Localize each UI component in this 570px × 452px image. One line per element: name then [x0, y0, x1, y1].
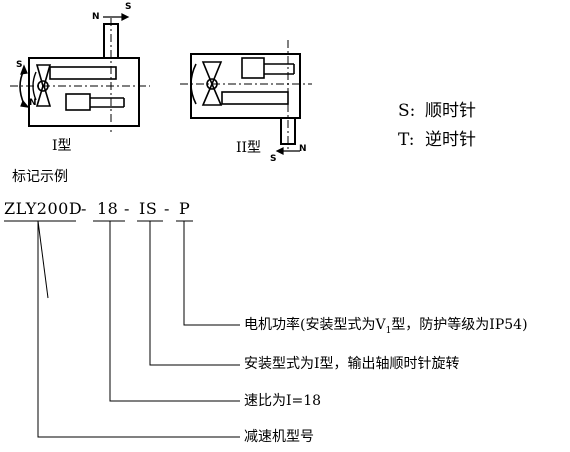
leader-lines — [4, 220, 240, 438]
type-I-arrows — [20, 13, 130, 108]
type-I-centerlines — [10, 18, 150, 132]
annotation-ratio: 速比为I=18 — [244, 393, 322, 409]
annotation-power: 电机功率(安装型式为V1型，防护等级为IP54) — [244, 318, 528, 336]
type-II-arrows — [275, 147, 300, 155]
type-II-lower-gear — [221, 91, 289, 105]
type-II-gearbox-drawing — [190, 53, 301, 145]
code-model: ZLY200D — [4, 199, 83, 218]
type-I-mark-s-top: S — [125, 2, 132, 12]
annotation-mount: 安装型式为I型，输出轴顺时针旋转 — [244, 356, 460, 372]
code-ratio: 18 — [97, 199, 119, 218]
annotation-model: 减速机型号 — [244, 429, 314, 445]
leader-ratio — [109, 221, 240, 402]
legend-key-t: T: — [398, 130, 415, 150]
code-mount: IS — [139, 199, 158, 218]
leader-power — [183, 221, 240, 326]
annotation-power-text-after: 型，防护等级为IP54) — [391, 317, 528, 333]
legend-text-clockwise: 顺时针 — [425, 101, 476, 121]
leader-model — [37, 221, 240, 438]
type-II-upper-gear — [241, 57, 265, 79]
type-II-mark-s: S — [270, 154, 277, 164]
type-I-upper-gear — [49, 66, 117, 80]
type-I-lower-gear — [65, 93, 91, 111]
type-I-gearbox-drawing — [19, 23, 140, 127]
type-II-caption: II型 — [236, 140, 262, 156]
annotation-power-subscript: 1 — [385, 325, 392, 336]
leader-mount — [149, 221, 240, 366]
type-I-housing — [28, 57, 140, 127]
type-I-mark-n-left: N — [29, 98, 37, 108]
type-I-caption: I型 — [52, 138, 72, 154]
legend-text-counterclockwise: 逆时针 — [425, 130, 476, 150]
code-power: P — [179, 199, 191, 218]
type-I-mark-s-left: S — [16, 60, 23, 70]
legend-key-s: S: — [398, 101, 416, 121]
type-II-centerlines — [180, 40, 312, 150]
annotation-power-text: 电机功率(安装型式为V — [244, 317, 386, 333]
code-dash-3: - — [164, 199, 170, 218]
code-dash-1: - — [81, 199, 87, 218]
type-II-mark-n: N — [299, 144, 307, 154]
example-title: 标记示例 — [12, 169, 68, 185]
leader-model-diagonal — [37, 220, 49, 299]
type-I-mark-n-top: N — [92, 12, 100, 22]
code-dash-2: - — [124, 199, 130, 218]
